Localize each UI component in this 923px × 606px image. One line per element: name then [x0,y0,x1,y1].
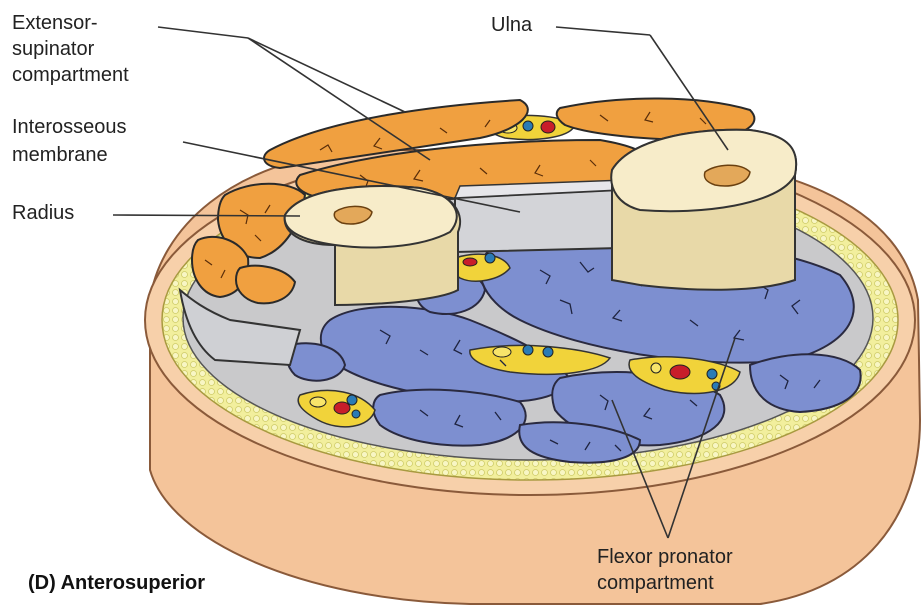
label-interosseous-line1: Interosseous [12,116,127,139]
label-extensor-line1: Extensor- [12,12,98,35]
figure-caption: (D) Anterosuperior [28,572,205,595]
ulna-bone [611,130,796,290]
label-flexor-line2: compartment [597,572,714,595]
label-interosseous-line2: membrane [12,144,108,167]
interosseous-membrane-block [455,190,620,252]
label-extensor-line3: compartment [12,64,129,87]
label-flexor-line1: Flexor pronator [597,546,733,569]
label-radius: Radius [12,202,74,225]
label-ulna: Ulna [491,14,532,37]
label-extensor-line2: supinator [12,38,94,61]
